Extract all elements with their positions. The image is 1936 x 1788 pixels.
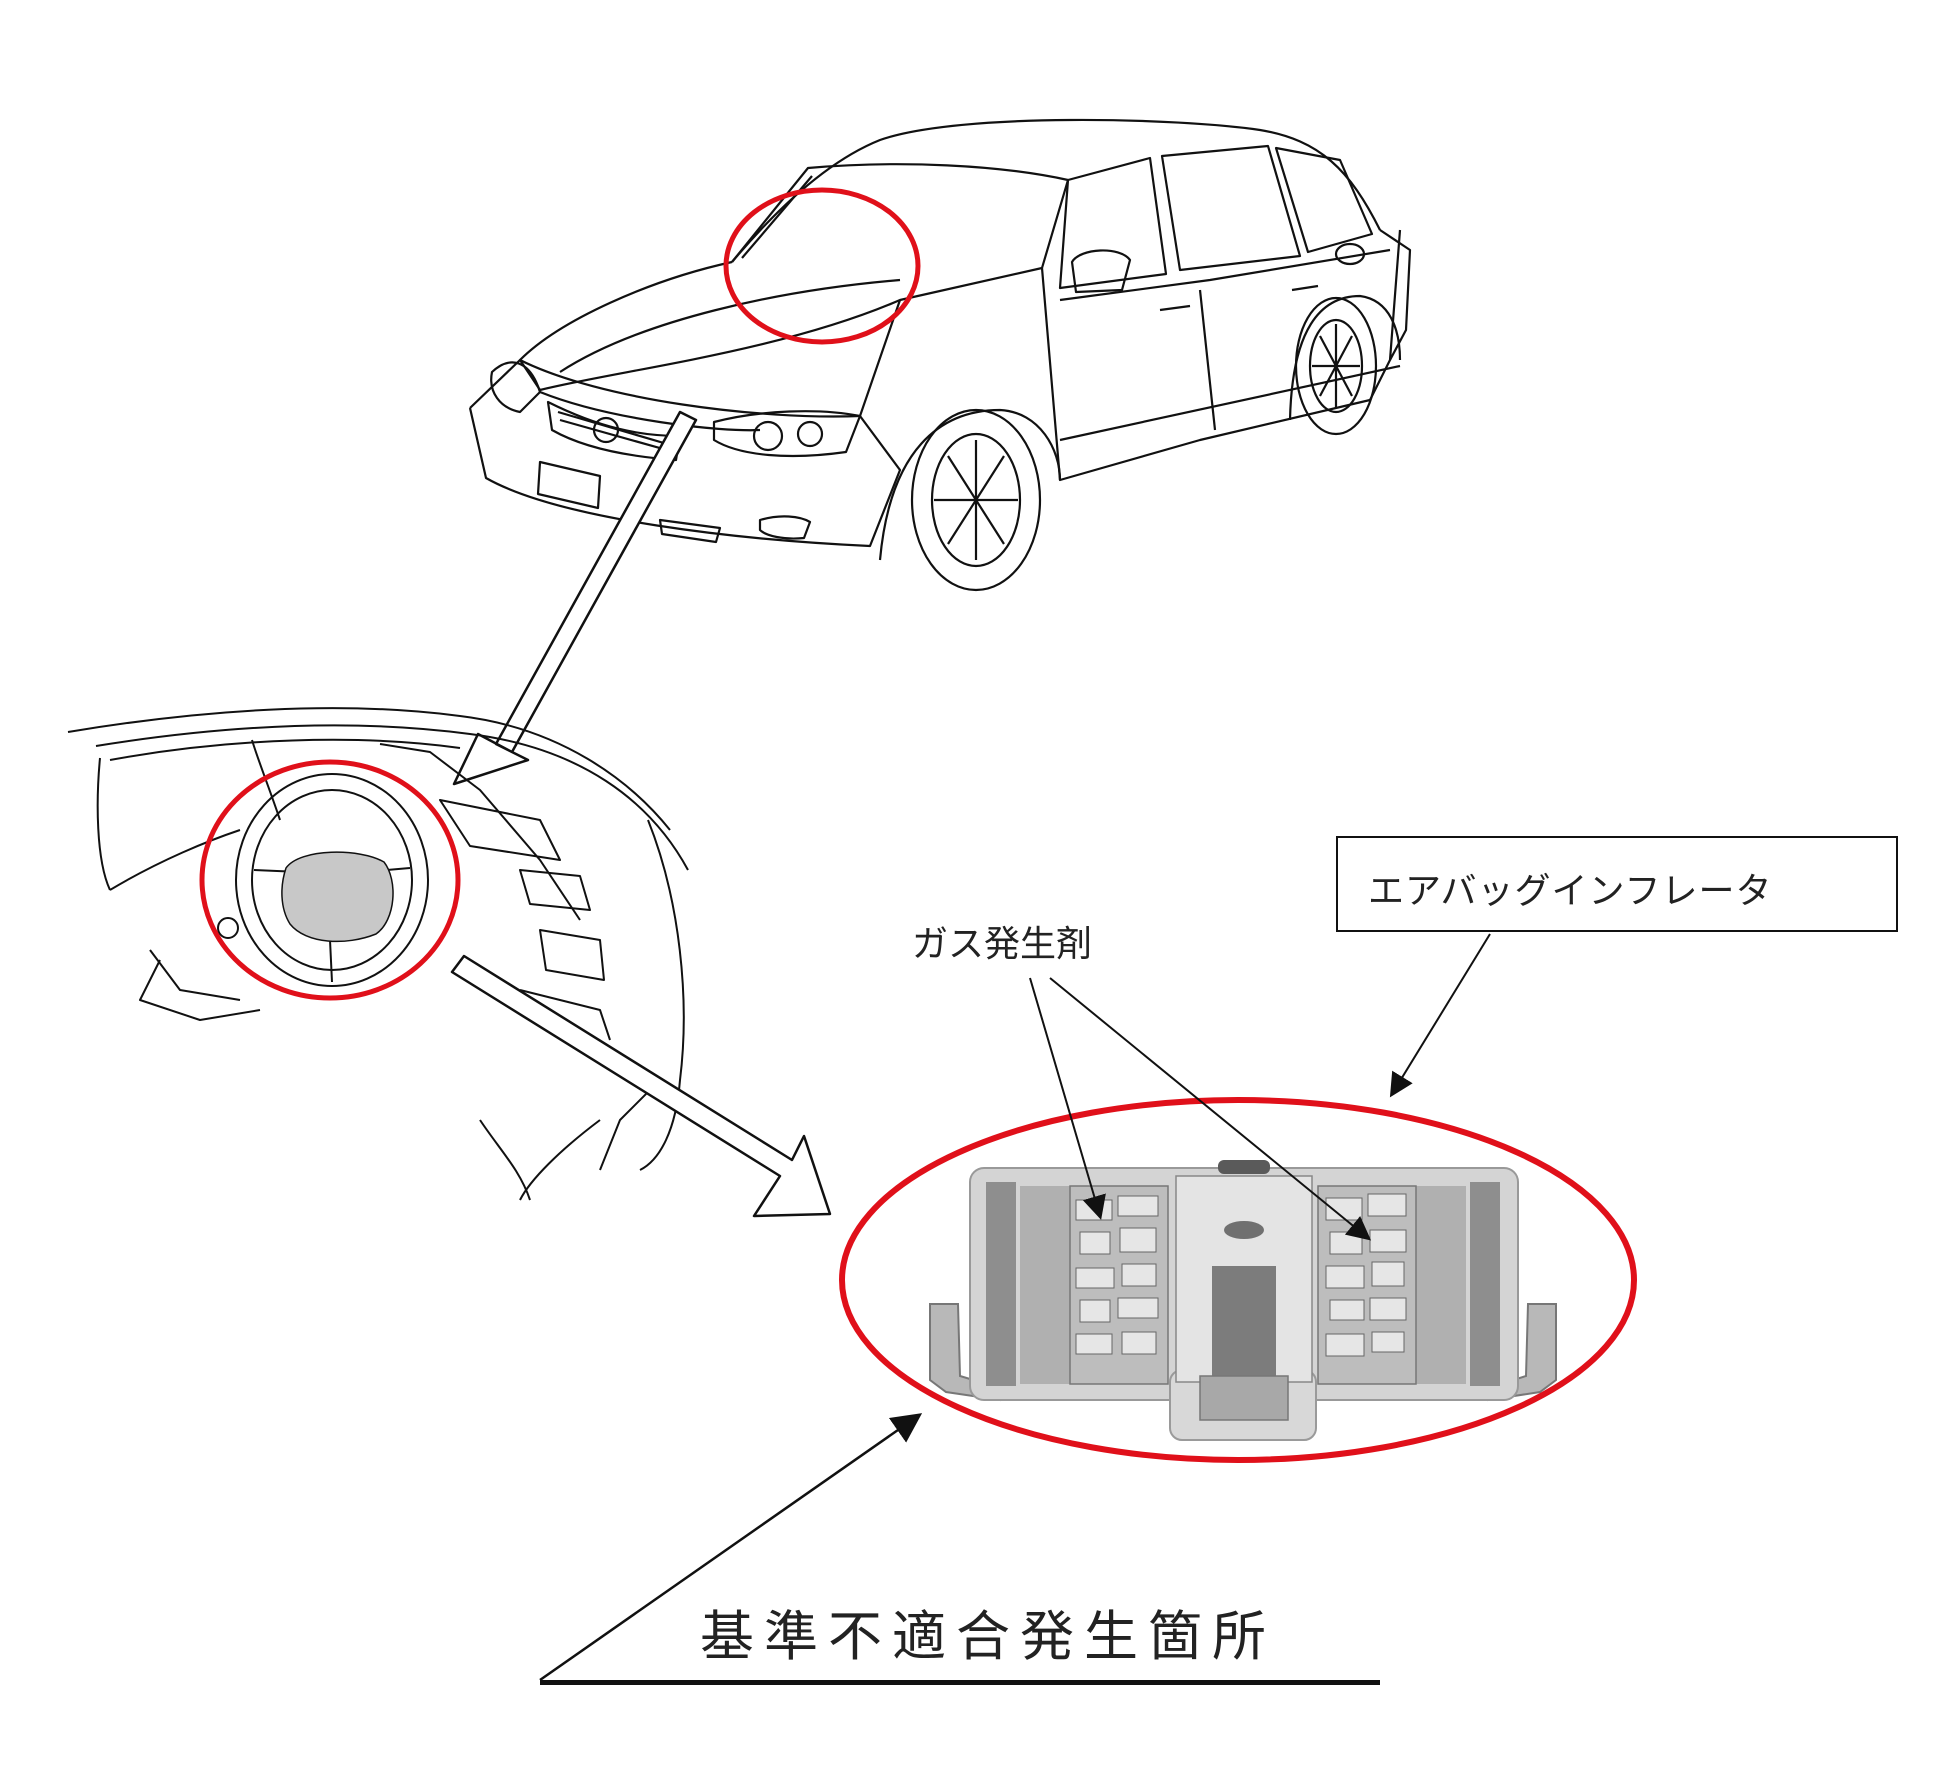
arrow-dashboard-to-inflator [450, 954, 832, 1218]
inflator-highlight-ellipse [839, 1097, 1637, 1463]
nonconformity-location-label: 基準不適合発生箇所 [700, 1605, 1276, 1668]
arrow-car-to-dashboard [452, 410, 698, 786]
steering-airbag-pad [281, 851, 394, 943]
gas-generant-label: ガス発生剤 [912, 924, 1093, 965]
gas-generant-pointer-left [1029, 977, 1106, 1220]
dashboard-drawing [67, 707, 689, 1201]
inflator-label-pointer [1389, 933, 1491, 1098]
gas-generant-pointer-right [1049, 977, 1372, 1241]
inflator-cross-section [929, 1160, 1557, 1441]
inflator-label: エアバッグインフレータ [1368, 871, 1773, 912]
nonconformity-pointer [539, 1413, 923, 1682]
car-highlight-circle [723, 187, 921, 345]
steering-highlight-circle [199, 759, 461, 1001]
nonconformity-underline [540, 1680, 1380, 1685]
car-drawing [468, 118, 1412, 592]
inflator-label-box: エアバッグインフレータ [1336, 836, 1898, 932]
